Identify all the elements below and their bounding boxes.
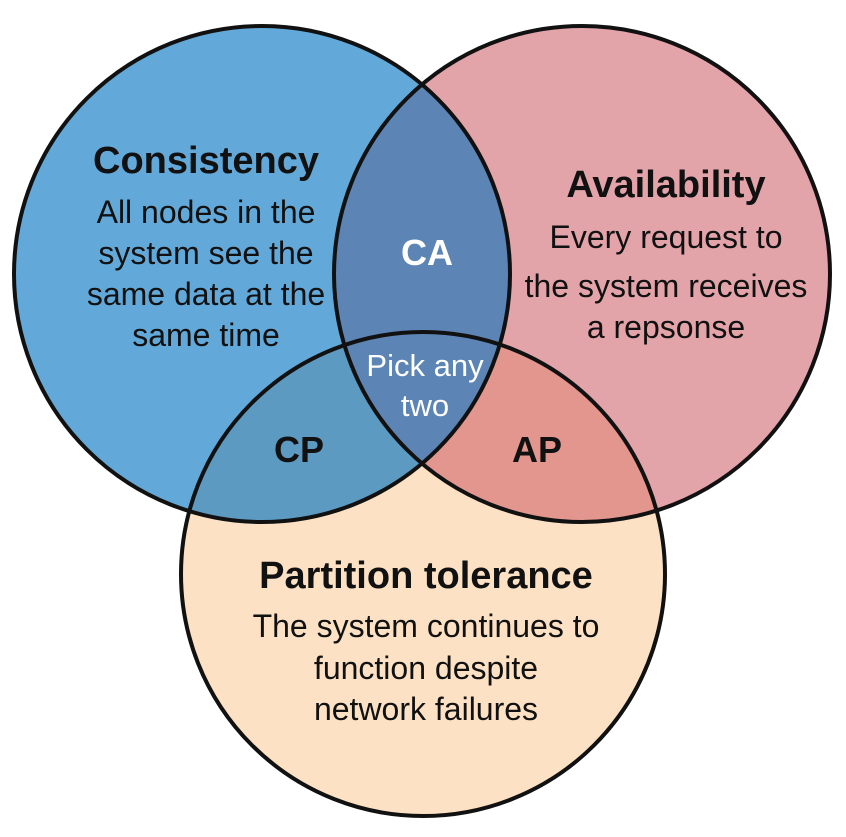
ca-label: CA (401, 232, 453, 273)
availability-outline (332, 24, 832, 524)
cp-label: CP (274, 429, 324, 470)
center-label-line-2: two (401, 388, 449, 423)
availability-desc-line-1: Every request to (550, 219, 783, 255)
partition-tolerance-desc-line-1: The system continues to (253, 608, 600, 644)
partition-tolerance-desc-line-3: network failures (314, 691, 538, 727)
availability-title: Availability (566, 164, 765, 206)
center-label-line-1: Pick any (366, 348, 484, 383)
ap-label: AP (512, 429, 562, 470)
consistency-desc-line-2: system see the (98, 235, 313, 271)
partition-tolerance-outline (179, 330, 667, 818)
availability-desc-line-3: a repsonse (587, 309, 745, 345)
consistency-outline (12, 24, 512, 524)
availability-desc-line-2: the system receives (525, 268, 808, 304)
partition-tolerance-title: Partition tolerance (259, 555, 593, 597)
consistency-desc-line-1: All nodes in the (97, 194, 316, 230)
cp-overlap (181, 332, 510, 522)
consistency-desc-line-3: same data at the (87, 276, 325, 312)
consistency-desc-line-4: same time (132, 317, 280, 353)
consistency-title: Consistency (93, 140, 319, 182)
ap-overlap (334, 332, 665, 522)
partition-tolerance-desc-line-2: function despite (314, 650, 538, 686)
